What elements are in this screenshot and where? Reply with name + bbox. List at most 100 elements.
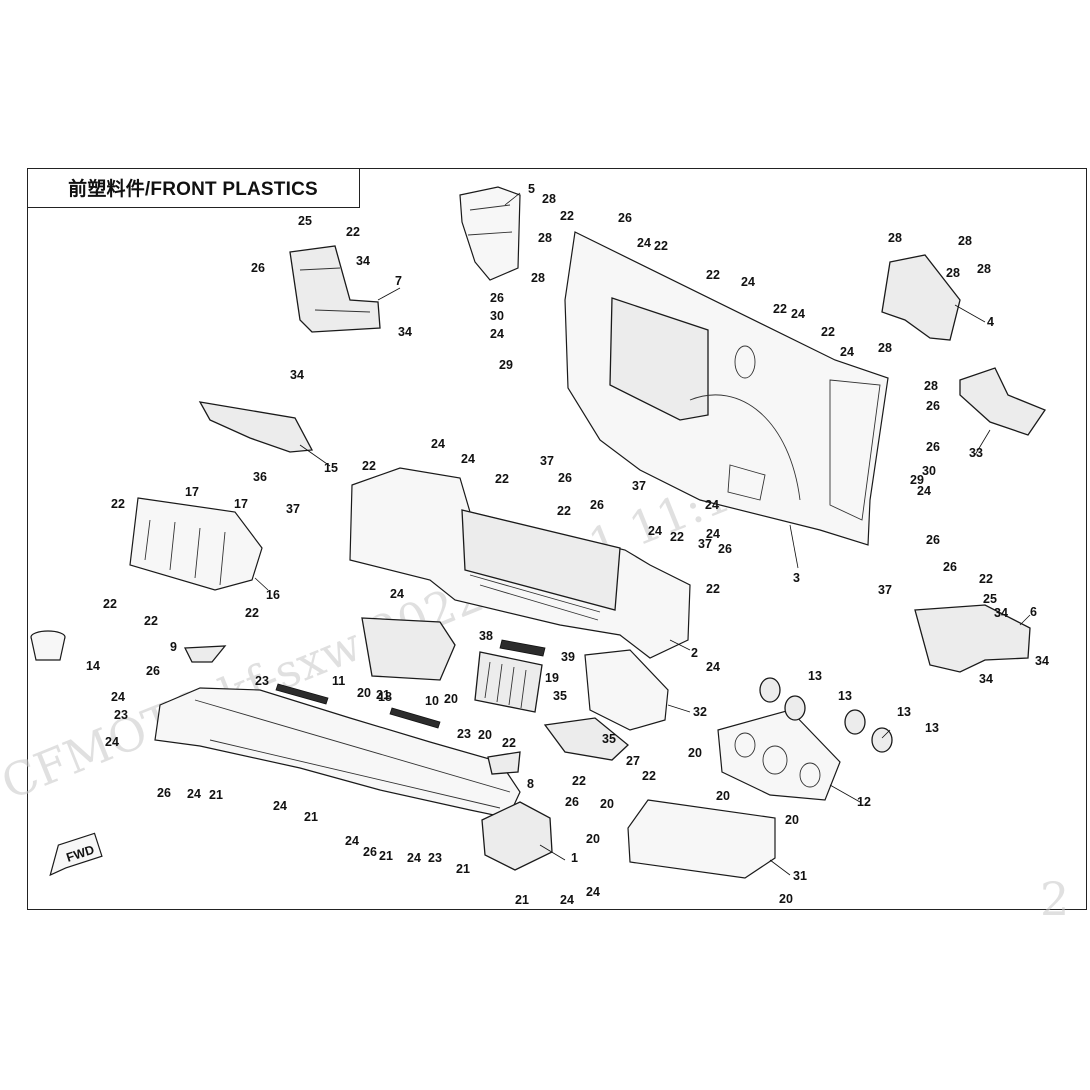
part-15-rail xyxy=(198,401,314,453)
callout-24i: 24 xyxy=(705,498,719,512)
callout-20g: 20 xyxy=(785,813,799,827)
part-10-strips xyxy=(275,683,441,729)
callout-37d: 37 xyxy=(698,537,712,551)
callout-29a: 29 xyxy=(499,358,513,372)
callout-20b: 20 xyxy=(444,692,458,706)
callout-13b: 13 xyxy=(838,689,852,703)
callout-37e: 37 xyxy=(878,583,892,597)
callout-5: 5 xyxy=(528,182,535,196)
callout-26l: 26 xyxy=(157,786,171,800)
callout-24k: 24 xyxy=(390,587,404,601)
callout-21a: 21 xyxy=(376,688,390,702)
fwd-arrow: FWD xyxy=(49,832,103,877)
callout-18: 18 xyxy=(378,690,392,704)
callout-24f: 24 xyxy=(431,437,445,451)
callout-23c: 23 xyxy=(457,727,471,741)
callout-39: 39 xyxy=(561,650,575,664)
callout-21f: 21 xyxy=(515,893,529,907)
callout-26d: 26 xyxy=(558,471,572,485)
callout-28d: 28 xyxy=(888,231,902,245)
part-19-grille xyxy=(474,651,543,713)
callout-38: 38 xyxy=(479,629,493,643)
callout-24s: 24 xyxy=(407,851,421,865)
callout-24d: 24 xyxy=(840,345,854,359)
part-3-dash-panel xyxy=(564,231,889,546)
callout-labels: 1 2 3 4 5 6 7 8 9 10 11 12 13 13 13 13 1… xyxy=(86,182,1049,907)
callout-22r: 22 xyxy=(572,774,586,788)
callout-34f: 34 xyxy=(1035,654,1049,668)
part-5-panel xyxy=(459,186,521,281)
callout-34a: 34 xyxy=(356,254,370,268)
callout-31: 31 xyxy=(793,869,807,883)
callout-22q: 22 xyxy=(502,736,516,750)
callout-35a: 35 xyxy=(553,689,567,703)
part-6-bracket xyxy=(914,604,1031,673)
callout-22h: 22 xyxy=(495,472,509,486)
part-38-strip xyxy=(499,639,546,657)
callout-3: 3 xyxy=(793,571,800,585)
callout-22e: 22 xyxy=(773,302,787,316)
callout-26f: 26 xyxy=(926,399,940,413)
callout-24b: 24 xyxy=(741,275,755,289)
callout-20a: 20 xyxy=(357,686,371,700)
callout-24j: 24 xyxy=(917,484,931,498)
callout-24h: 24 xyxy=(648,524,662,538)
callout-24q: 24 xyxy=(273,799,287,813)
callout-26j: 26 xyxy=(943,560,957,574)
callout-24u: 24 xyxy=(560,893,574,907)
callout-22p: 22 xyxy=(979,572,993,586)
callout-22i: 22 xyxy=(111,497,125,511)
callout-24a: 24 xyxy=(637,236,651,250)
callout-37a: 37 xyxy=(540,454,554,468)
callout-28i: 28 xyxy=(924,379,938,393)
callout-32: 32 xyxy=(693,705,707,719)
callout-13d: 13 xyxy=(925,721,939,735)
callout-4: 4 xyxy=(987,315,994,329)
callout-30a: 30 xyxy=(490,309,504,323)
callout-7: 7 xyxy=(395,274,402,288)
callout-24n: 24 xyxy=(111,690,125,704)
callout-26g: 26 xyxy=(926,440,940,454)
callout-22g: 22 xyxy=(362,459,376,473)
callout-26h: 26 xyxy=(926,533,940,547)
callout-28c: 28 xyxy=(531,271,545,285)
callout-13a: 13 xyxy=(808,669,822,683)
callout-22s: 22 xyxy=(642,769,656,783)
callout-26c: 26 xyxy=(490,291,504,305)
callout-30b: 30 xyxy=(922,464,936,478)
callout-20c: 20 xyxy=(478,728,492,742)
part-12-bezel xyxy=(717,709,841,801)
callout-28h: 28 xyxy=(878,341,892,355)
callout-24r: 24 xyxy=(345,834,359,848)
title-box: 前塑料件/FRONT PLASTICS xyxy=(27,168,360,208)
callout-6: 6 xyxy=(1030,605,1037,619)
callout-26m: 26 xyxy=(565,795,579,809)
callout-28e: 28 xyxy=(958,234,972,248)
callout-24m: 24 xyxy=(706,660,720,674)
callout-24o: 24 xyxy=(105,735,119,749)
callout-23b: 23 xyxy=(114,708,128,722)
page-title: 前塑料件/FRONT PLASTICS xyxy=(68,179,318,200)
part-32-housing xyxy=(584,649,669,731)
callout-21d: 21 xyxy=(379,849,393,863)
callout-34e: 34 xyxy=(979,672,993,686)
callout-20f: 20 xyxy=(600,797,614,811)
callout-19: 19 xyxy=(545,671,559,685)
part-9-clip xyxy=(183,645,227,663)
callout-26a: 26 xyxy=(251,261,265,275)
callout-33: 33 xyxy=(969,446,983,460)
callout-34d: 34 xyxy=(994,606,1008,620)
callout-26k: 26 xyxy=(146,664,160,678)
callout-22o: 22 xyxy=(706,582,720,596)
part-18-bin xyxy=(361,617,456,681)
callout-22f: 22 xyxy=(821,325,835,339)
callout-20e: 20 xyxy=(716,789,730,803)
callout-24c: 24 xyxy=(791,307,805,321)
watermark-corner: 2 xyxy=(1040,872,1069,926)
callout-34b: 34 xyxy=(398,325,412,339)
callout-21b: 21 xyxy=(209,788,223,802)
callout-22n: 22 xyxy=(670,530,684,544)
callout-28f: 28 xyxy=(946,266,960,280)
callout-1: 1 xyxy=(571,851,578,865)
